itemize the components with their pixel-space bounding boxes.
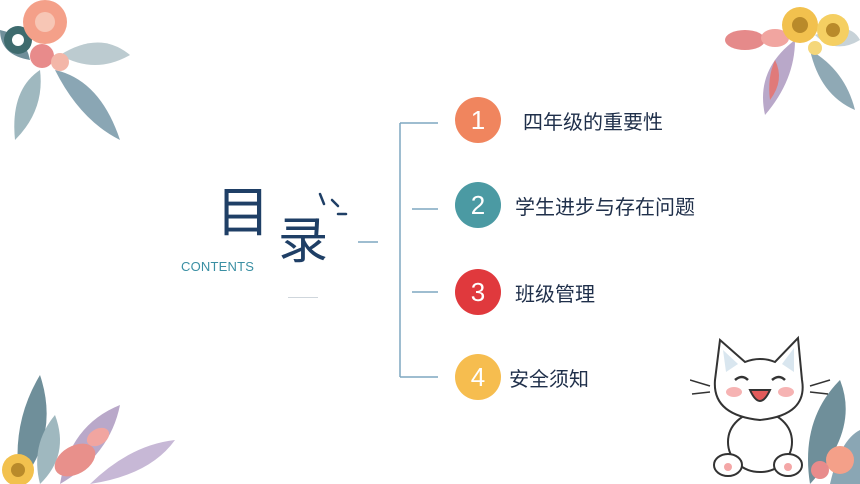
item-label-2: 学生进步与存在问题 [515,194,695,219]
item-label-4: 安全须知 [509,366,589,391]
number-badge-2: 2 [455,182,501,228]
item-label-3: 班级管理 [515,281,595,306]
number-badge-3: 3 [455,269,501,315]
spark-lines [318,192,348,216]
list-item-2[interactable]: 2 学生进步与存在问题 [455,182,695,228]
list-item-1[interactable]: 1 四年级的重要性 [455,97,663,143]
list-item-4[interactable]: 4 安全须知 [455,354,589,400]
number-badge-1: 1 [455,97,501,143]
title-char-lu: 录 [278,212,328,270]
flower-decoration-top-left [0,0,130,140]
number-badge-4: 4 [455,354,501,400]
connector-bracket [358,122,438,378]
flower-decoration-top-right [725,7,860,115]
list-item-3[interactable]: 3 班级管理 [455,269,595,315]
contents-subtitle: CONTENTS [181,259,255,274]
cat-illustration [690,335,860,484]
title-underline [288,297,318,298]
flower-decoration-bottom-left [2,375,175,484]
item-label-1: 四年级的重要性 [523,109,663,134]
title-char-mu: 目 [216,181,270,244]
